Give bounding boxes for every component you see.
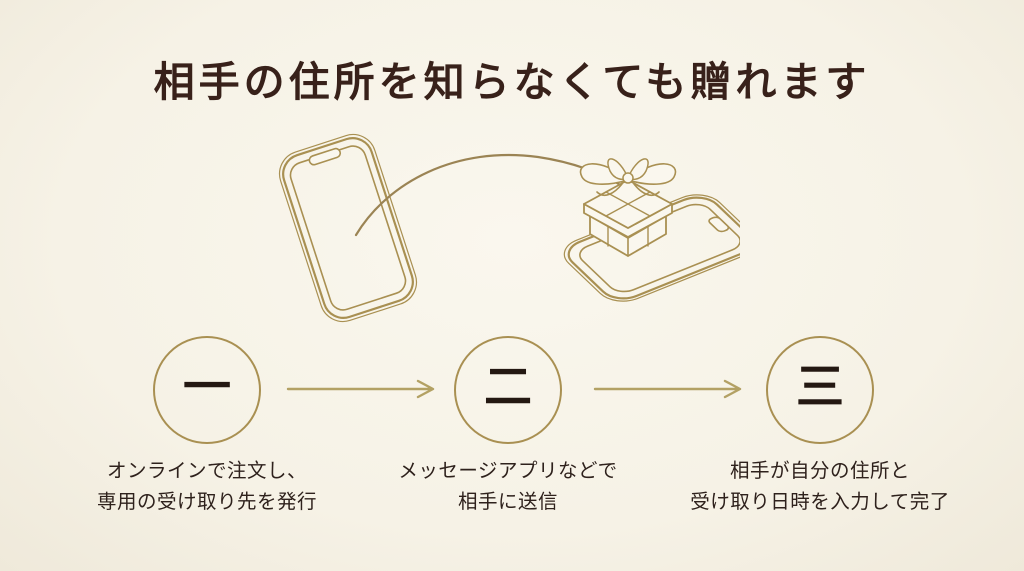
step-1-caption-line-1: オンラインで注文し、 [106,461,307,482]
phone-notch [308,147,342,166]
step-3-circle: 三 [766,336,874,444]
page-title: 相手の住所を知らなくても贈れます [153,59,871,105]
step-3-number: 三 [795,361,844,414]
step-2-caption-line-2: 相手に送信 [457,492,558,513]
phone-notch [707,216,730,233]
step-2-caption-line-1: メッセージアプリなどで [398,461,618,482]
step-1-circle: 一 [153,336,261,444]
right-arrow-icon [593,379,742,399]
gift-box-icon [579,158,677,257]
step-1-caption: オンラインで注文し、 専用の受け取り先を発行 [57,456,357,518]
step-2-circle: 二 [454,336,562,444]
step-3-caption-line-1: 相手が自分の住所と [729,461,910,482]
right-arrow-icon [286,379,435,399]
step-1-number: 一 [182,361,231,414]
step-3-caption: 相手が自分の住所と 受け取り日時を入力して完了 [670,456,970,518]
sender-phone-icon [278,133,418,323]
step-1-caption-line-2: 専用の受け取り先を発行 [96,492,317,513]
illustration-svg [278,133,740,323]
step-2-caption: メッセージアプリなどで 相手に送信 [358,456,658,518]
phones-gift-illustration [270,128,740,328]
bow-knot [622,172,634,184]
step-3-caption-line-2: 受け取り日時を入力して完了 [690,492,950,513]
step-2-number: 二 [483,361,532,414]
